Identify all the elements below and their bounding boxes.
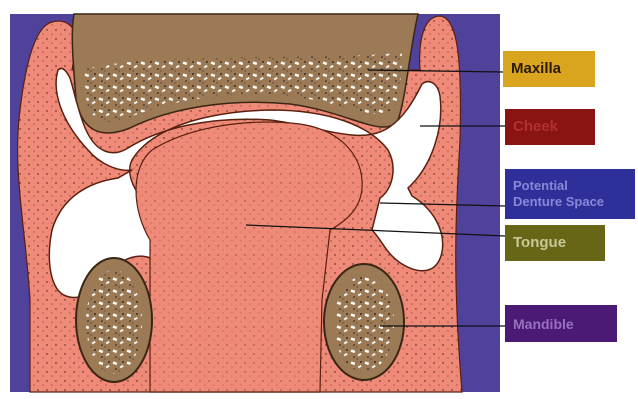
maxilla-label-text: Maxilla xyxy=(511,61,561,77)
denture-space-label: Potential Denture Space xyxy=(505,169,635,219)
tongue-label-text: Tongue xyxy=(513,235,566,251)
tongue-label: Tongue xyxy=(505,225,605,261)
denture-space-label-line2: Denture Space xyxy=(513,194,604,210)
cheek-label: Cheek xyxy=(505,109,595,145)
mandible-label-text: Mandible xyxy=(513,316,574,332)
cheek-label-text: Cheek xyxy=(513,119,558,135)
mandible-right-trabecular xyxy=(334,276,394,372)
mandible-label: Mandible xyxy=(505,305,617,342)
mandible-left-trabecular xyxy=(86,270,142,374)
denture-space-label-line1: Potential xyxy=(513,178,568,194)
maxilla-label: Maxilla xyxy=(503,51,595,87)
